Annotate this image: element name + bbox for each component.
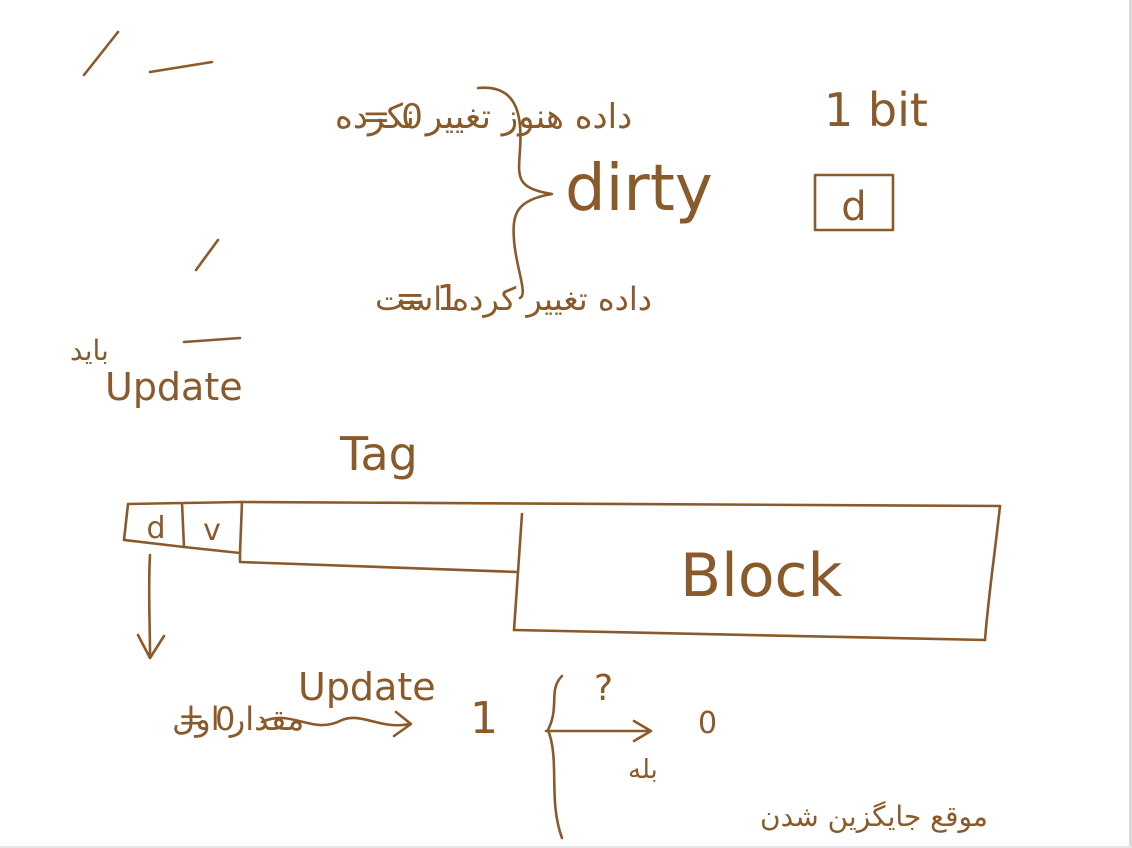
dirty-one-note-line1: باید (70, 334, 109, 367)
tag-label: Tag (339, 427, 418, 481)
valid-field-box (182, 500, 244, 555)
dirty-field-label: d (146, 511, 165, 546)
dirty-bit-box-label: d (841, 184, 866, 230)
accent-mark (148, 60, 214, 74)
tag-field-top (240, 500, 1002, 508)
value-zero: 0 (698, 706, 717, 741)
dirty-size-label: 1 bit (824, 83, 928, 137)
dirty-bit-box (813, 173, 895, 232)
yes-label: بله (628, 755, 658, 785)
replace-note: موقع جایگزین شدن (760, 800, 988, 833)
accent-mark (182, 336, 242, 344)
accent-mark (194, 238, 220, 272)
block-field-bottom (512, 628, 987, 642)
update-wavy-arrow (260, 716, 412, 727)
question-mark: ? (594, 668, 613, 709)
dirty-one-equals: = 1 (395, 278, 460, 319)
window-edge (1129, 0, 1132, 848)
down-arrow-head (136, 633, 166, 660)
update-arrow-head (392, 710, 413, 738)
reset-arrow-head (632, 719, 653, 743)
valid-field-label: v (203, 513, 221, 548)
tag-field-bottom (238, 551, 520, 574)
dirty-zero-equals: = 0 (362, 97, 423, 137)
dirty-one-description: داده تغییر کرده است (375, 280, 652, 318)
value-one: 1 (470, 693, 498, 744)
down-arrow-shaft (147, 553, 152, 657)
accent-mark (82, 30, 120, 77)
flow-brace (546, 674, 564, 840)
tag-block-divider (512, 512, 524, 632)
dirty-zero-description: داده هنوز تغییر نکرده (335, 97, 632, 137)
dirty-one-note-line2: Update (105, 365, 243, 409)
block-field-right (983, 504, 1002, 642)
block-label: Block (680, 541, 843, 611)
initial-value-equals: = 0 (178, 700, 235, 738)
window-edge (0, 846, 1132, 848)
update-label: Update (298, 665, 436, 709)
grouping-brace (476, 86, 554, 300)
dirty-label: dirty (565, 152, 713, 226)
